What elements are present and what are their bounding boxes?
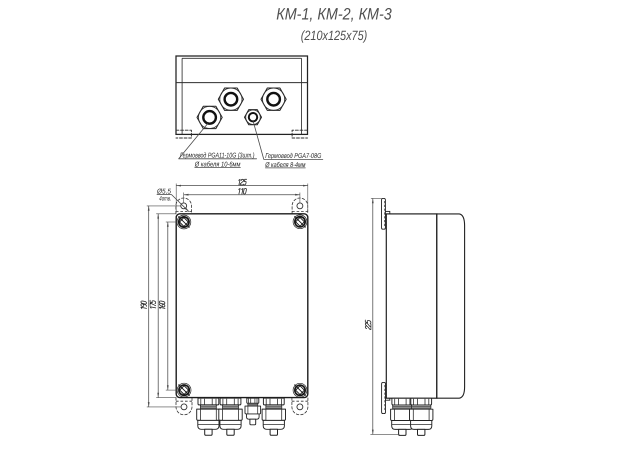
svg-text:Ø кабеля 10-6мм: Ø кабеля 10-6мм [194,161,241,169]
svg-text:(210х125х75): (210х125х75) [301,28,368,43]
svg-text:Ø кабеля 8-4мм: Ø кабеля 8-4мм [265,161,306,169]
svg-text:4отв.: 4отв. [159,196,171,203]
svg-text:Гермоввод PGA7-08G: Гермоввод PGA7-08G [265,152,322,160]
svg-text:Гермоввод PGA11-10G (3шт.): Гермоввод PGA11-10G (3шт.) [180,152,255,160]
svg-text:КМ-1, КМ-2, КМ-3: КМ-1, КМ-2, КМ-3 [276,5,392,23]
svg-text:Ø5,5: Ø5,5 [156,187,171,195]
